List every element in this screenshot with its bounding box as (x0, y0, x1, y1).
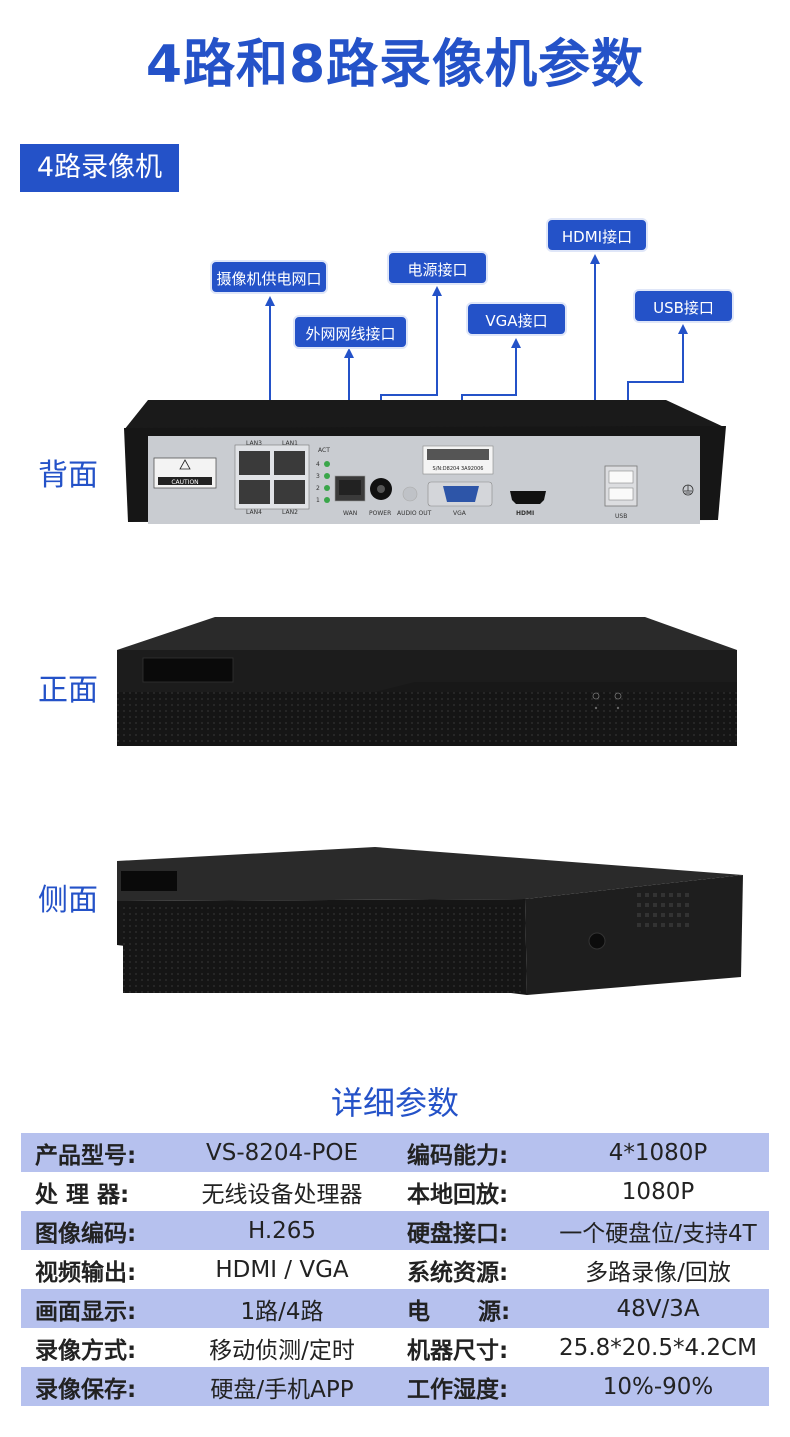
spec-key: 录像方式: (35, 1337, 137, 1364)
spec-key: 硬盘接口: (393, 1211, 547, 1250)
view-label-back: 背面 (38, 458, 98, 493)
poe-lan-ports: LAN3 LAN1 LAN4 LAN2 (234, 440, 310, 516)
spec-key: 产品型号: (21, 1133, 171, 1172)
lan3-label: LAN3 (246, 440, 262, 447)
vga-connector: VGA (427, 481, 493, 517)
spec-value: 1路/4路 (171, 1289, 393, 1328)
spec-key: 画面显示: (21, 1289, 171, 1328)
spec-value: 10%-90% (547, 1367, 769, 1406)
spec-value: 25.8*20.5*4.2CM (559, 1334, 757, 1361)
lan2-label: LAN2 (282, 509, 298, 516)
svg-text:HDMI: HDMI (516, 510, 534, 517)
spec-key: 本地回放: (407, 1181, 509, 1208)
svg-text:USB: USB (615, 513, 627, 520)
device-back-view: CAUTION LAN3 LAN1 LAN4 LAN2 ACT 4 3 2 1 … (124, 400, 726, 524)
hdmi-connector: HDMI (510, 491, 546, 517)
spec-value: 无线设备处理器 (201, 1181, 363, 1208)
usb-connector: USB (604, 465, 638, 520)
spec-key: 电 源: (393, 1289, 547, 1328)
spec-value: 移动侦测/定时 (209, 1337, 355, 1364)
callout-wan-port: 外网网线接口 (293, 315, 408, 349)
spec-value: 48V/3A (547, 1289, 769, 1328)
table-row: 录像方式: 移动侦测/定时 机器尺寸: 25.8*20.5*4.2CM (21, 1328, 769, 1367)
table-row: 产品型号: VS-8204-POE 编码能力: 4*1080P (21, 1133, 769, 1172)
svg-text:VGA: VGA (453, 510, 467, 517)
view-label-side: 侧面 (38, 883, 98, 918)
serial-sticker: S/N:D8204 3A92006 (422, 445, 494, 475)
ground-symbol (682, 484, 694, 496)
device-front-view (117, 617, 737, 746)
lan4-label: LAN4 (246, 509, 262, 516)
spec-key: 处 理 器: (35, 1181, 130, 1208)
power-port: POWER AUDIO OUT (369, 478, 432, 517)
spec-key: 编码能力: (393, 1133, 547, 1172)
details-title: 详细参数 (330, 1084, 459, 1122)
spec-key: 工作湿度: (393, 1367, 547, 1406)
device-side-view (117, 847, 743, 995)
svg-text:WAN: WAN (343, 510, 357, 517)
view-label-front: 正面 (38, 673, 98, 708)
spec-value: H.265 (171, 1211, 393, 1250)
svg-text:ACT: ACT (318, 447, 330, 454)
table-row: 图像编码: H.265 硬盘接口: 一个硬盘位/支持4T (21, 1211, 769, 1250)
spec-value: 1080P (621, 1178, 695, 1205)
svg-text:POWER: POWER (369, 510, 391, 517)
spec-table: 产品型号: VS-8204-POE 编码能力: 4*1080P 处 理 器: 无… (21, 1133, 769, 1406)
spec-value: 硬盘/手机APP (171, 1367, 393, 1406)
spec-key: 录像保存: (21, 1367, 171, 1406)
callout-usb-port: USB接口 (633, 289, 734, 323)
svg-text:AUDIO OUT: AUDIO OUT (397, 510, 432, 517)
table-row: 视频输出: HDMI / VGA 系统资源: 多路录像/回放 (21, 1250, 769, 1289)
section-badge: 4路录像机 (20, 144, 179, 192)
svg-text:1: 1 (316, 497, 320, 504)
page-title: 4路和8路录像机参数 (145, 35, 645, 95)
svg-text:2: 2 (316, 485, 320, 492)
svg-text:S/N:D8204 3A92006: S/N:D8204 3A92006 (433, 466, 484, 472)
callout-hdmi-port: HDMI接口 (546, 218, 648, 252)
svg-text:4: 4 (316, 461, 320, 468)
svg-text:3: 3 (316, 473, 320, 480)
spec-value: 4*1080P (547, 1133, 769, 1172)
callout-vga-port: VGA接口 (466, 302, 567, 336)
spec-value: 一个硬盘位/支持4T (547, 1211, 769, 1250)
spec-key: 视频输出: (35, 1259, 137, 1286)
table-row: 录像保存: 硬盘/手机APP 工作湿度: 10%-90% (21, 1367, 769, 1406)
lan1-label: LAN1 (282, 440, 298, 447)
act-leds: ACT 4 3 2 1 (316, 447, 330, 504)
spec-key: 图像编码: (21, 1211, 171, 1250)
spec-value: 多路录像/回放 (585, 1259, 731, 1286)
caution-text: CAUTION (171, 479, 198, 486)
spec-key: 机器尺寸: (407, 1337, 509, 1364)
table-row: 画面显示: 1路/4路 电 源: 48V/3A (21, 1289, 769, 1328)
spec-value: VS-8204-POE (171, 1133, 393, 1172)
callout-poe-ports: 摄像机供电网口 (210, 260, 328, 294)
spec-value: HDMI / VGA (215, 1256, 349, 1283)
wan-port: WAN (334, 475, 366, 517)
table-row: 处 理 器: 无线设备处理器 本地回放: 1080P (21, 1172, 769, 1211)
caution-label: CAUTION (153, 457, 217, 489)
callout-power-port: 电源接口 (387, 251, 488, 285)
spec-key: 系统资源: (407, 1259, 509, 1286)
